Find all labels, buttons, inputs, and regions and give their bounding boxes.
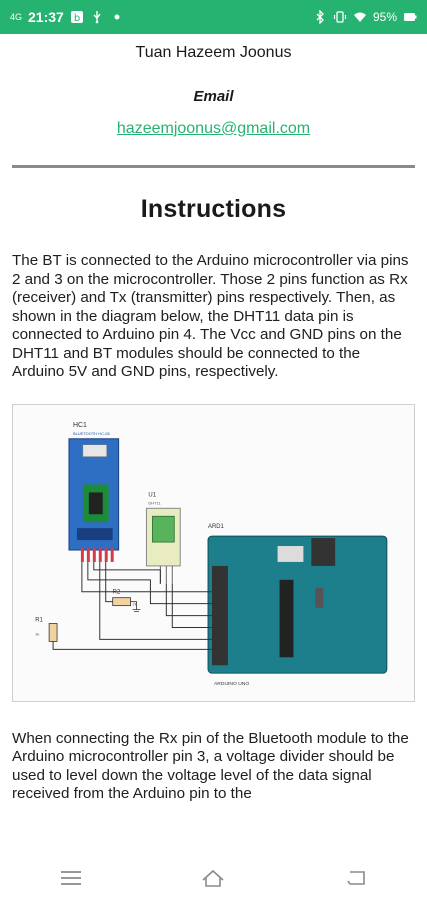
notification-dot-icon — [110, 10, 124, 24]
battery-icon — [403, 10, 417, 24]
back-icon — [347, 871, 365, 885]
menu-button[interactable] — [51, 863, 91, 893]
u1-sub: DHT11 — [148, 500, 161, 505]
instructions-paragraph-2: When connecting the Rx pin of the Blueto… — [12, 729, 409, 803]
bluetooth-icon — [313, 10, 327, 24]
status-bar: 4G 21:37 b 95% — [0, 0, 427, 34]
instructions-heading: Instructions — [140, 195, 287, 223]
usb-icon — [90, 10, 104, 24]
hc-sub: BLUETOOTH HC-05 — [73, 430, 111, 435]
svg-text:b: b — [74, 13, 80, 24]
email-link[interactable]: hazeemjoonus@gmail.com — [116, 120, 311, 137]
r2-val: 2k — [133, 601, 137, 606]
menu-icon — [61, 871, 82, 885]
ard-sub: ARDUINO UNO — [214, 681, 249, 687]
hc-title: HC1 — [73, 421, 87, 428]
resistor-r1 — [48, 622, 58, 642]
instructions-paragraph-1: The BT is connected to the Arduino micro… — [12, 252, 409, 380]
home-icon — [202, 869, 225, 887]
status-left: 4G 21:37 b — [10, 9, 124, 25]
wifi-icon — [353, 10, 367, 24]
arduino-board — [207, 535, 388, 674]
resistor-r2 — [112, 596, 131, 606]
scroll-content[interactable]: Tuan Hazeem Joonus Email hazeemjoonus@gm… — [0, 34, 427, 856]
signal-text: 4G — [10, 11, 23, 22]
r1-label: R1 — [35, 617, 43, 623]
r2-label: R2 — [113, 589, 121, 595]
status-right: 95% — [313, 10, 417, 24]
navigation-bar — [0, 856, 427, 900]
author-name: Tuan Hazeem Joonus — [135, 44, 292, 61]
home-button[interactable] — [193, 863, 233, 893]
email-label: Email — [193, 88, 234, 105]
u1-title: U1 — [148, 492, 156, 498]
status-time: 21:37 — [28, 9, 64, 25]
vibrate-icon — [333, 10, 347, 24]
battery-percent: 95% — [372, 10, 397, 24]
section-divider — [12, 165, 415, 168]
ard-title: ARD1 — [208, 524, 225, 530]
back-button[interactable] — [336, 863, 376, 893]
wiring-diagram-image: HC1 BLUETOOTH HC-05 U1 DHT11 ARD1 — [13, 404, 414, 701]
r1-val: 1k — [35, 631, 39, 636]
wiring-diagram: HC1 BLUETOOTH HC-05 U1 DHT11 ARD1 — [12, 403, 415, 702]
app-notification-icon: b — [70, 10, 84, 24]
